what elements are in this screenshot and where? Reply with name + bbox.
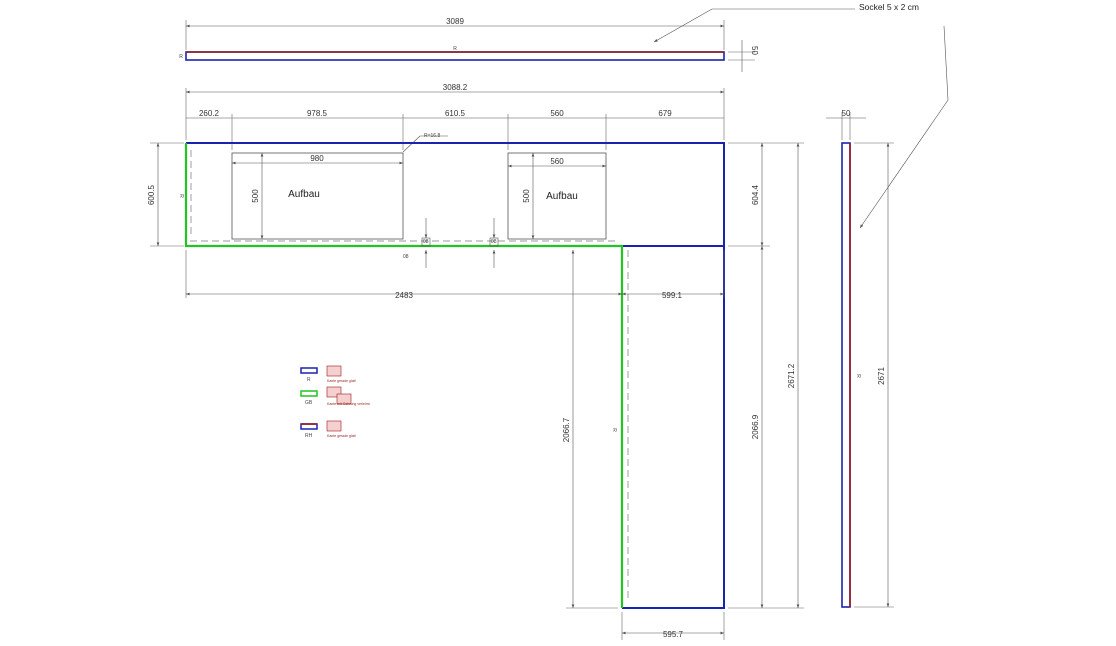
bottom-dimensions: 2483 599.1 595.7: [185, 250, 725, 640]
legend-text-2: Kante mit Gehrung verleimt: [327, 402, 370, 406]
legend-row-2: GB Kante mit Gehrung verleimt: [300, 386, 370, 406]
cutout1-width-dim: 980: [310, 154, 324, 163]
leg-mid-dim: 2066.9: [751, 414, 760, 439]
cutout-right: 560 500 Aufbau: [507, 152, 607, 240]
plinth-height-dim: 50: [750, 46, 759, 55]
cutout2-width-dim: 560: [550, 157, 564, 166]
depth-right-dim: 604.4: [751, 184, 760, 205]
leg-inner-dimension: 2066.7: [562, 250, 618, 609]
plinth-left-marker: R: [179, 54, 183, 60]
side-width-dim: 50: [842, 109, 851, 118]
left-edge-marker: R: [178, 194, 184, 198]
legend-key-1: R: [307, 377, 311, 383]
cutout-left: 980 500 Aufbau: [231, 152, 404, 240]
plinth-note: Sockel 5 x 2 cm: [653, 2, 949, 229]
legend-row-3: RH Kante gerade glatt: [300, 420, 356, 439]
aufbau-label-2: Aufbau: [546, 191, 578, 202]
right-dimensions: 604.4 2066.9 2671.2: [728, 142, 804, 609]
legend-text-3: Kante gerade glatt: [327, 434, 356, 438]
legend-text-1: Kante gerade glatt: [327, 379, 356, 383]
edge-legend: R Kante gerade glatt GB Kante mit Gehrun…: [300, 365, 370, 439]
edge-thickness-markers: 08 08 08: [403, 218, 499, 268]
plinth-marker: R: [453, 46, 457, 52]
small-marker-3: 08: [491, 239, 497, 245]
small-marker-1: 08: [403, 254, 409, 260]
bottom-left-dim: 2483: [395, 291, 413, 300]
side-marker: R: [855, 374, 861, 378]
seg1-dim: 260.2: [199, 109, 220, 118]
top-dimensions: 3088.2 260.2 978.5 610.5 560 679 R=16.8: [185, 83, 725, 153]
side-height-dim: 2671: [877, 367, 886, 385]
legend-row-1: R Kante gerade glatt: [300, 365, 356, 383]
seg4-dim: 560: [550, 109, 564, 118]
plinth-note-text: Sockel 5 x 2 cm: [859, 2, 919, 12]
seg5-dim: 679: [658, 109, 672, 118]
legend-key-2: GB: [305, 400, 313, 406]
aufbau-label-1: Aufbau: [288, 189, 320, 200]
small-marker-2: 08: [423, 239, 429, 245]
legend-key-3: RH: [305, 433, 313, 439]
countertop-outline: R R: [178, 142, 725, 609]
seg3-dim: 610.5: [445, 109, 466, 118]
cutout1-height-dim: 500: [251, 189, 260, 203]
leg-bottom-dim: 595.7: [663, 630, 684, 639]
depth-left: 600.5: [147, 142, 184, 247]
leg-outer-dim: 2671.2: [787, 363, 796, 388]
bottom-right-dim: 599.1: [662, 291, 683, 300]
depth-left-dim: 600.5: [147, 184, 156, 205]
total-length-dim: 3088.2: [443, 83, 468, 92]
leg-marker: R: [611, 428, 617, 432]
plinth-length-dim: 3089: [446, 17, 464, 26]
side-plinth-strip: 50 2671 R: [826, 109, 894, 608]
leg-inner-dim: 2066.7: [562, 417, 571, 442]
cutout2-height-dim: 500: [522, 189, 531, 203]
plinth-strip: 3089 50 R R: [179, 17, 759, 72]
seg2-dim: 978.5: [307, 109, 328, 118]
